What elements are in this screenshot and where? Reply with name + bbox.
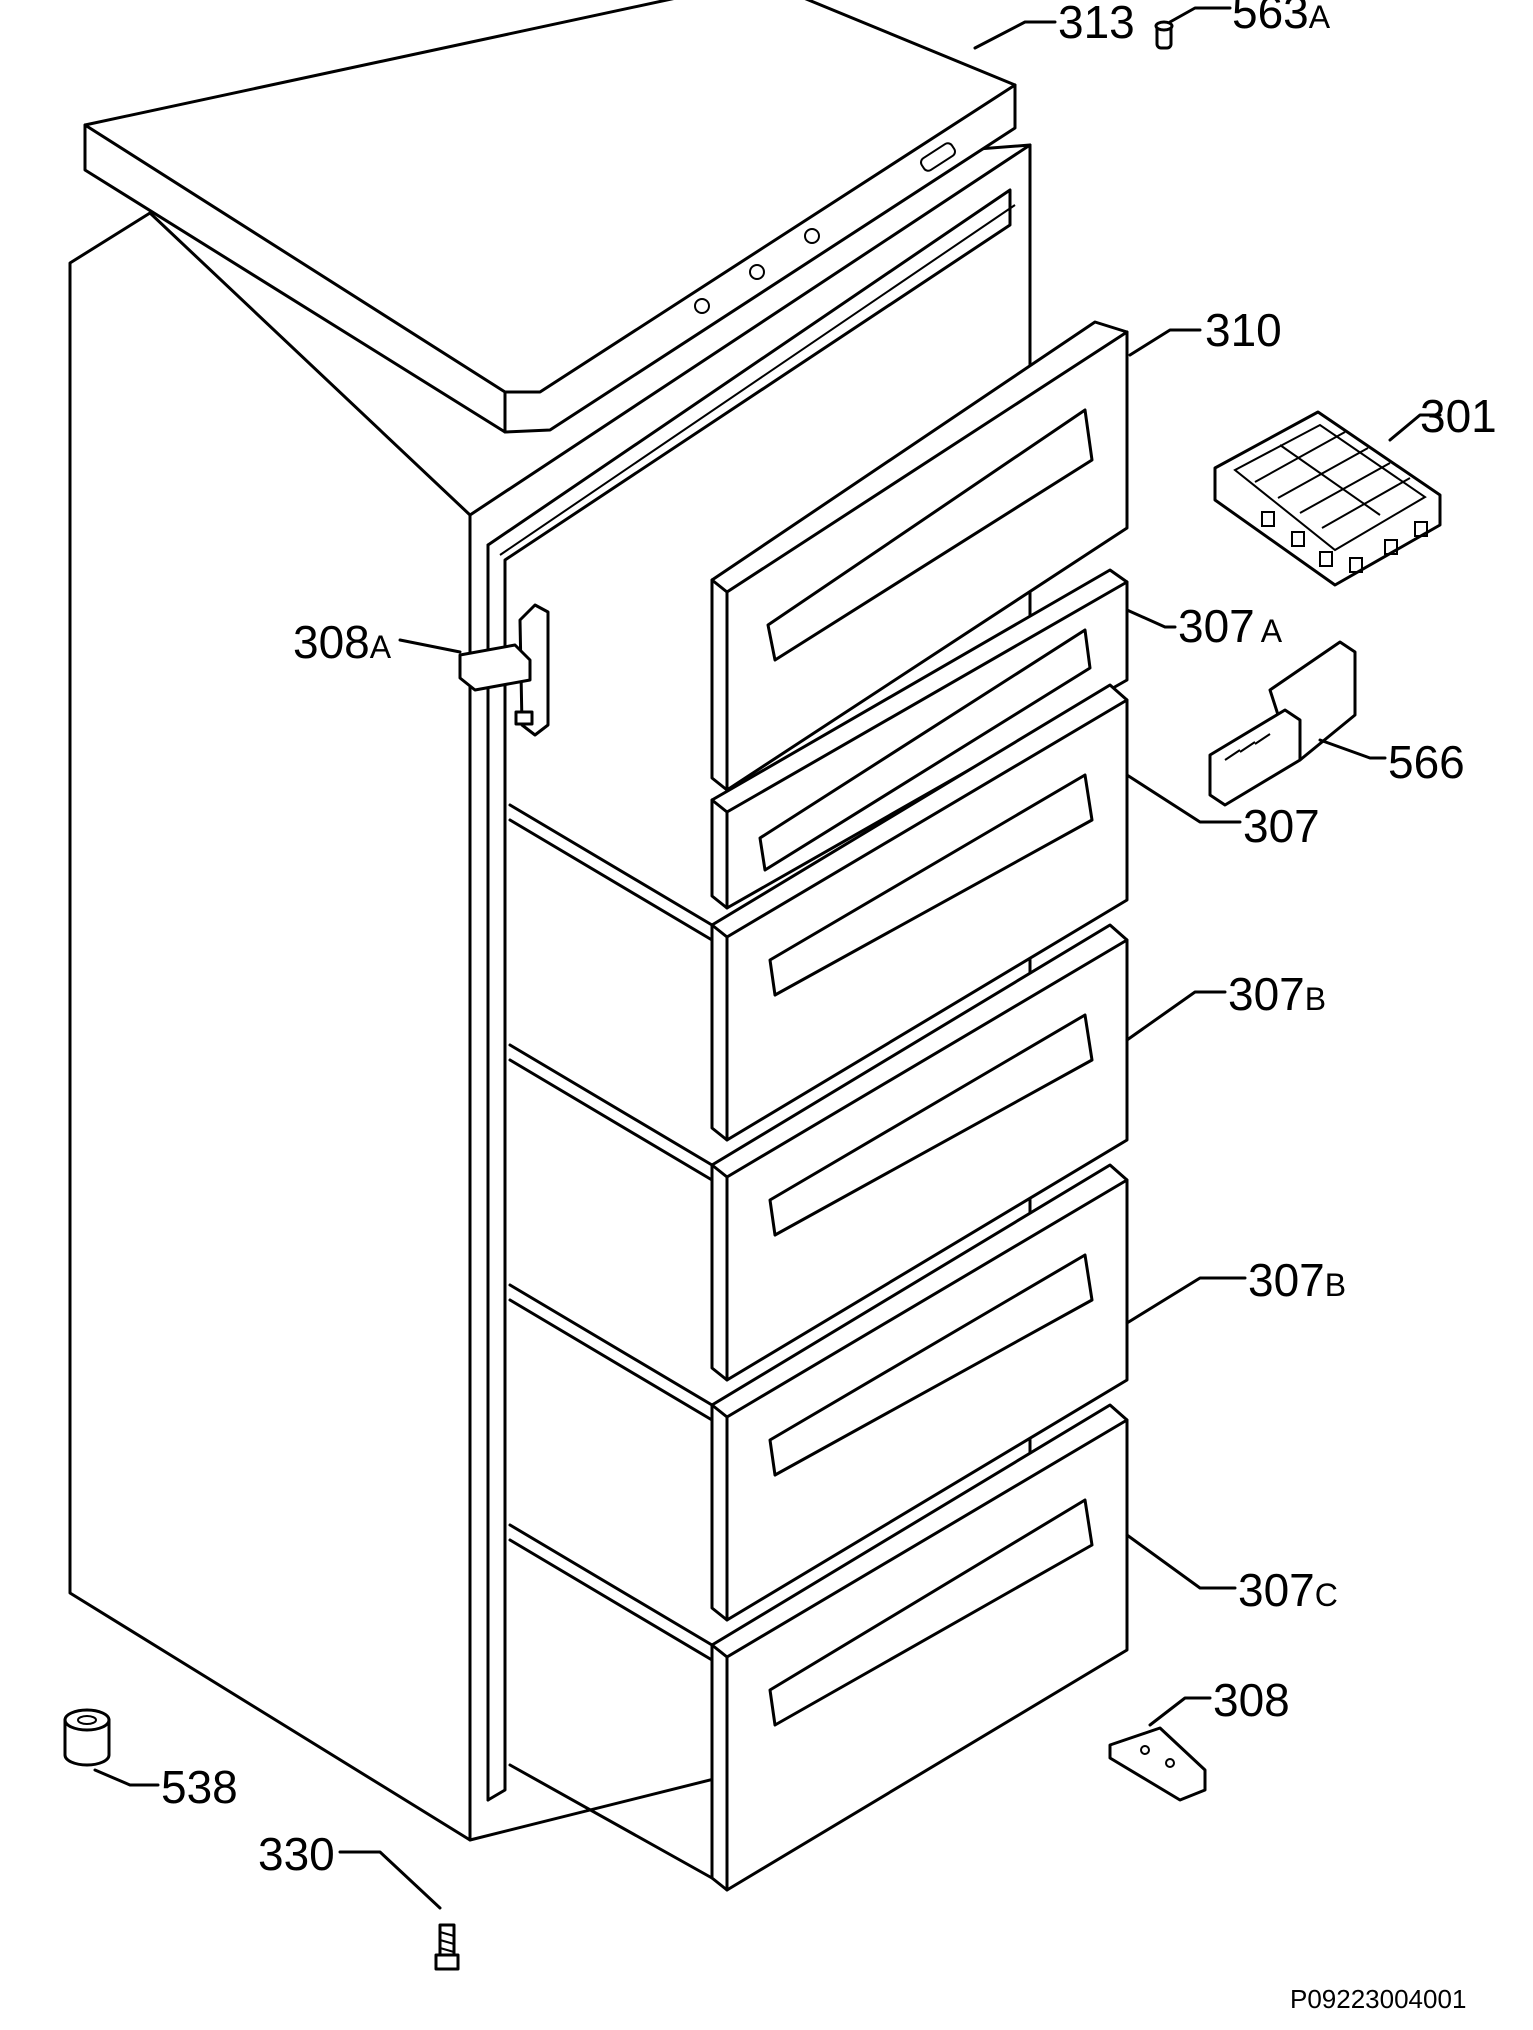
callout-330: 330	[258, 1828, 335, 1880]
part-301-ice-tray	[1213, 410, 1442, 587]
callout-566: 566	[1388, 736, 1465, 788]
callout-313: 313	[1058, 0, 1135, 48]
callout-308: 308	[1213, 1674, 1290, 1726]
control-knob-icon	[749, 264, 765, 280]
reference-code: P09223004001	[1290, 1984, 1466, 2014]
callout-307c: 307C	[1238, 1564, 1338, 1616]
indicator-lights-icon	[920, 142, 956, 172]
callout-310: 310	[1205, 304, 1282, 356]
part-307-drawer	[508, 683, 1129, 1142]
drawer-stack	[508, 320, 1129, 1892]
callout-301: 301	[1420, 390, 1497, 442]
part-307b-drawer-upper	[508, 923, 1129, 1382]
part-538-foot	[63, 1708, 111, 1767]
part-330-screw	[434, 1923, 460, 1971]
part-307c-drawer-bottom	[508, 1403, 1129, 1892]
top-cover	[83, 0, 1017, 434]
callout-308a: 308A	[293, 616, 392, 668]
part-307a-shelf	[710, 568, 1129, 910]
callout-307: 307	[1243, 800, 1320, 852]
callout-563a: 563A	[1232, 0, 1331, 38]
callout-538: 538	[161, 1761, 238, 1813]
part-310-flap	[710, 320, 1129, 792]
leader-lines	[93, 6, 1442, 1910]
part-563a-knob-icon	[1154, 20, 1174, 50]
part-566-scraper	[1208, 640, 1357, 807]
part-307b-drawer-lower	[508, 1163, 1129, 1622]
control-knob-icon	[694, 298, 710, 314]
control-knob-icon	[804, 228, 820, 244]
callout-307b-lower: 307B	[1248, 1254, 1346, 1306]
part-308a-hinge	[458, 603, 550, 737]
part-308-hinge-plate	[1108, 1726, 1207, 1802]
callout-307b-upper: 307B	[1228, 968, 1326, 1020]
